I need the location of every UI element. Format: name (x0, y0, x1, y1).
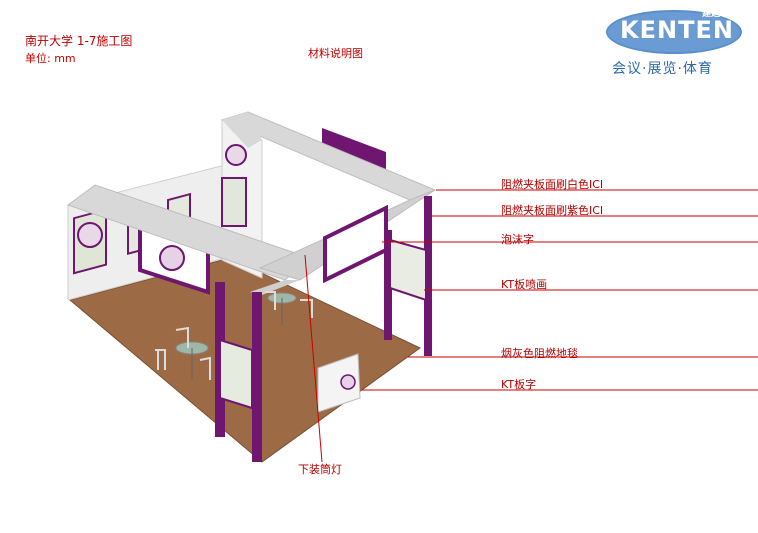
logo-tagline: 会议·展览·体育 (612, 61, 713, 77)
leader-lines (304, 189, 758, 463)
back-wall-emblem (225, 144, 247, 166)
kenten-logo: KENTEN 建廷 会议·展览·体育 (606, 6, 756, 78)
annotation-purple-board: 阻燃夹板面刷紫色ICI (501, 204, 604, 217)
annotation-carpet: 烟灰色阻燃地毯 (501, 347, 578, 360)
right-column-1 (384, 230, 392, 340)
annotation-kt-letters: KT板字 (501, 378, 537, 391)
back-wall-poster (221, 177, 247, 227)
left-wall-emblem (77, 222, 103, 248)
annotation-white-board: 阻燃夹板面刷白色ICI (501, 178, 604, 191)
logo-brand: KENTEN (620, 16, 734, 44)
chairs (155, 291, 313, 380)
front-kt-board (219, 338, 253, 410)
annotation-kt-print: KT板喷画 (501, 278, 548, 291)
reception-counter (317, 353, 361, 413)
front-fascia-sign (323, 204, 388, 284)
unit-label: 单位: mm (25, 52, 76, 65)
right-kt-board (389, 238, 427, 302)
diagram-subtitle: 材料说明图 (308, 47, 363, 60)
annotation-foam-letters: 泡沫字 (501, 233, 534, 246)
logo-ellipse-graphic (606, 10, 742, 54)
right-column-2 (424, 196, 432, 356)
annotation-downlight: 下装筒灯 (298, 463, 342, 476)
project-title: 南开大学 1-7施工图 (25, 34, 133, 48)
front-center-column (252, 292, 262, 462)
logo-chinese-small: 建廷 (702, 9, 721, 19)
